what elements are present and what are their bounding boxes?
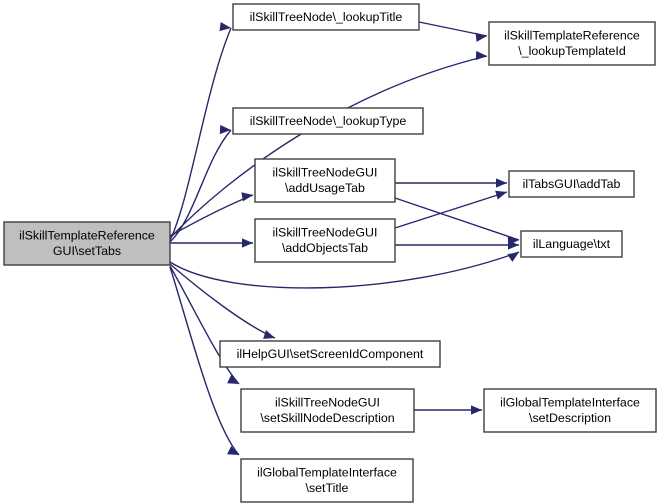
graph-node-lookupTitle[interactable]: ilSkillTreeNode\_lookupTitle bbox=[232, 3, 420, 31]
node-box[interactable] bbox=[483, 388, 657, 433]
edge-arrowhead bbox=[496, 178, 507, 188]
edge-line bbox=[169, 265, 240, 385]
graph-node-addTab[interactable]: ilTabsGUI\addTab bbox=[508, 170, 635, 198]
edge-line bbox=[394, 191, 508, 229]
graph-node-setSkillNodeDescription[interactable]: ilSkillTreeNodeGUI\setSkillNodeDescripti… bbox=[240, 388, 415, 433]
node-label: ilSkillTreeNodeGUI bbox=[273, 226, 378, 240]
node-box[interactable] bbox=[254, 158, 396, 203]
graph-node-setDescription[interactable]: ilGlobalTemplateInterface\setDescription bbox=[483, 388, 657, 433]
edge-line bbox=[169, 129, 232, 243]
edge-line bbox=[169, 27, 232, 241]
node-box[interactable] bbox=[508, 170, 635, 198]
edge-arrowhead bbox=[263, 330, 275, 339]
edge-line bbox=[394, 197, 520, 241]
call-edge bbox=[169, 50, 488, 239]
edge-arrowhead bbox=[475, 32, 487, 42]
edge-line bbox=[169, 263, 276, 339]
edge-arrowhead bbox=[227, 374, 239, 384]
node-label: ilSkillTreeNodeGUI bbox=[273, 166, 378, 180]
edge-line bbox=[169, 55, 488, 239]
graph-node-lookupTemplateId[interactable]: ilSkillTemplateReference\_lookupTemplate… bbox=[488, 21, 656, 66]
edge-arrowhead bbox=[219, 124, 231, 135]
node-box[interactable] bbox=[488, 21, 656, 66]
call-edge bbox=[169, 263, 276, 339]
node-box[interactable] bbox=[240, 458, 414, 503]
call-edge bbox=[169, 265, 240, 385]
edges-layer bbox=[169, 21, 520, 456]
node-label: ilTabsGUI\addTab bbox=[523, 177, 621, 191]
call-edge bbox=[394, 190, 508, 229]
node-box[interactable] bbox=[219, 340, 441, 368]
node-label: ilHelpGUI\setScreenIdComponent bbox=[237, 347, 424, 361]
edge-arrowhead bbox=[242, 238, 253, 248]
call-edge bbox=[169, 251, 520, 289]
node-label: \addUsageTab bbox=[285, 181, 365, 195]
edge-arrowhead bbox=[227, 445, 239, 455]
node-label: ilSkillTemplateReference bbox=[504, 29, 640, 43]
graph-node-langTxt[interactable]: ilLanguage\txt bbox=[520, 230, 623, 258]
edge-arrowhead bbox=[495, 190, 507, 200]
call-edge bbox=[395, 240, 519, 250]
graph-node-lookupType[interactable]: ilSkillTreeNode\_lookupType bbox=[232, 107, 424, 135]
node-box[interactable] bbox=[520, 230, 623, 258]
edge-arrowhead bbox=[475, 50, 487, 61]
call-edge bbox=[395, 178, 507, 188]
edge-line bbox=[169, 194, 254, 237]
graph-node-addObjectsTab[interactable]: ilSkillTreeNodeGUI\addObjectsTab bbox=[254, 218, 396, 263]
node-label: ilLanguage\txt bbox=[533, 237, 611, 251]
node-box[interactable] bbox=[240, 388, 415, 433]
call-edge bbox=[169, 266, 240, 456]
edge-line bbox=[169, 266, 240, 456]
node-label: ilGlobalTemplateInterface bbox=[257, 466, 397, 480]
node-label: \setDescription bbox=[529, 411, 611, 425]
call-edge bbox=[414, 405, 482, 415]
call-edge bbox=[418, 21, 488, 42]
edge-arrowhead bbox=[508, 240, 519, 250]
call-edge bbox=[169, 192, 254, 237]
node-box[interactable] bbox=[254, 218, 396, 263]
call-edge bbox=[170, 238, 253, 248]
node-label: \_lookupTemplateId bbox=[518, 44, 626, 58]
edge-arrowhead bbox=[219, 21, 231, 32]
node-box[interactable] bbox=[3, 221, 171, 266]
graph-node-addUsageTab[interactable]: ilSkillTreeNodeGUI\addUsageTab bbox=[254, 158, 396, 203]
node-label: ilSkillTreeNodeGUI bbox=[275, 396, 380, 410]
node-label: ilSkillTreeNode\_lookupTitle bbox=[250, 10, 403, 24]
node-label: \addObjectsTab bbox=[282, 241, 368, 255]
node-box[interactable] bbox=[232, 3, 420, 31]
edge-arrowhead bbox=[241, 192, 253, 202]
node-label: ilSkillTemplateReference bbox=[19, 229, 155, 243]
call-edge bbox=[169, 124, 232, 243]
node-label: \setTitle bbox=[306, 481, 349, 495]
node-label: \setSkillNodeDescription bbox=[260, 411, 394, 425]
edge-arrowhead bbox=[507, 252, 519, 262]
edge-arrowhead bbox=[471, 405, 482, 415]
call-edge bbox=[169, 21, 232, 241]
graph-node-setTitle[interactable]: ilGlobalTemplateInterface\setTitle bbox=[240, 458, 414, 503]
edge-line bbox=[169, 251, 520, 289]
node-label: ilSkillTreeNode\_lookupType bbox=[250, 114, 407, 128]
nodes-layer: ilSkillTemplateReferenceGUI\setTabsilSki… bbox=[3, 3, 657, 503]
node-label: GUI\setTabs bbox=[53, 244, 121, 258]
node-box[interactable] bbox=[232, 107, 424, 135]
node-label: ilGlobalTemplateInterface bbox=[500, 396, 640, 410]
graph-node-setScreenIdComponent[interactable]: ilHelpGUI\setScreenIdComponent bbox=[219, 340, 441, 368]
